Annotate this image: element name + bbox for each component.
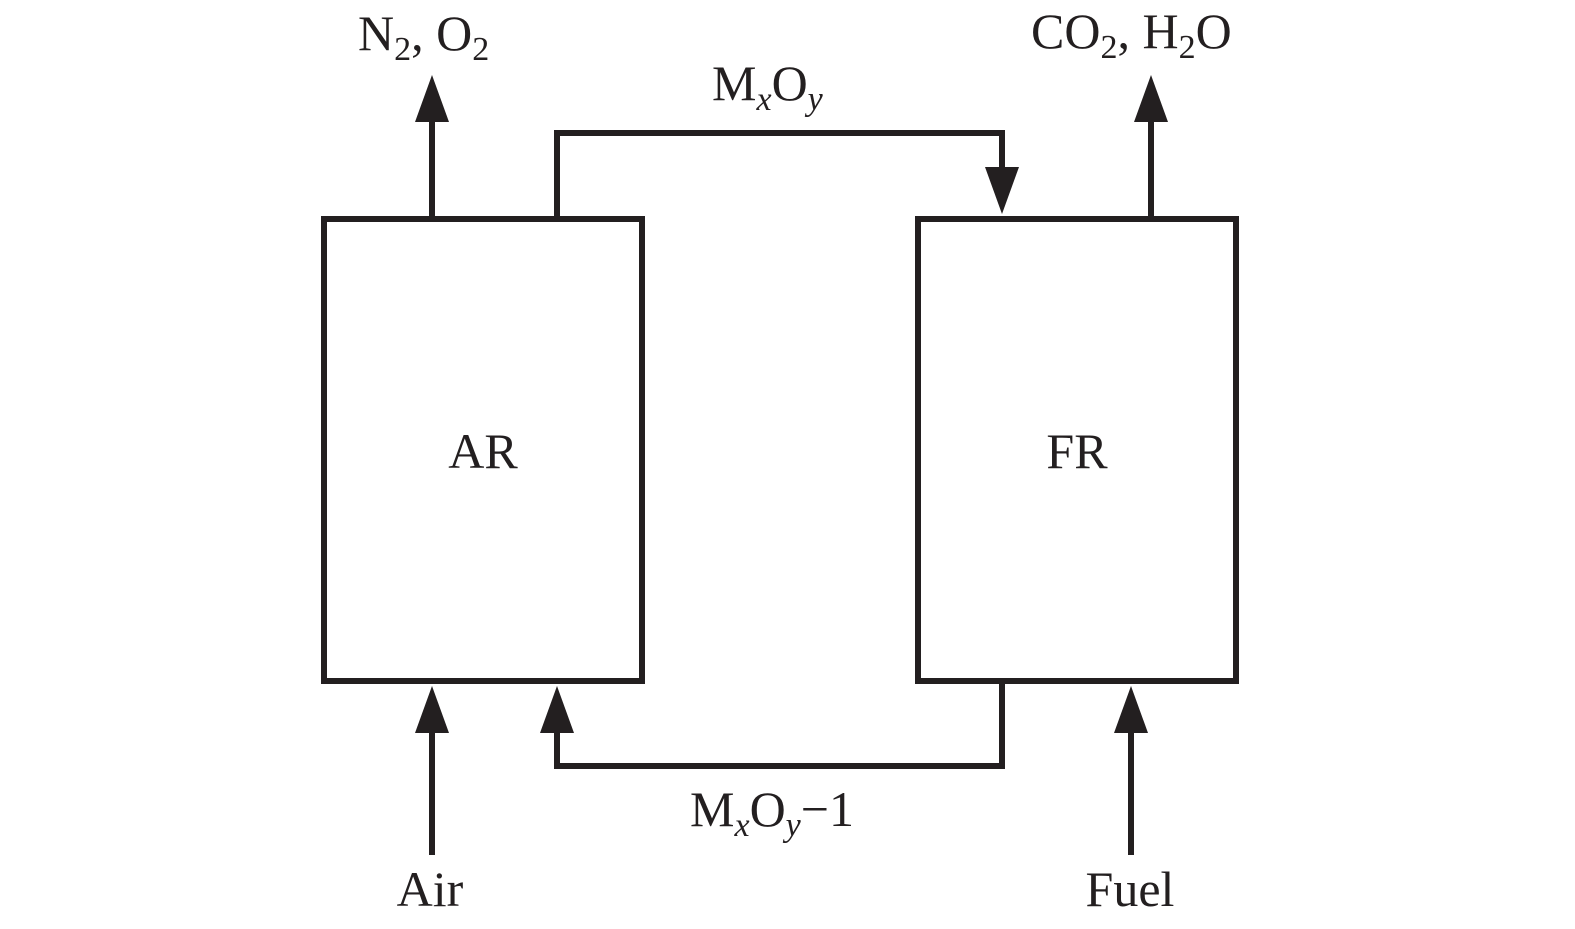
air-inlet-arrow — [415, 686, 449, 855]
fr-exhaust-arrow — [1134, 75, 1168, 219]
fuel-inlet-label: Fuel — [1086, 861, 1175, 917]
reduced-carrier-label: MxOy−1 — [690, 781, 854, 844]
air-inlet-label: Air — [397, 861, 464, 917]
air-reactor-label: AR — [448, 423, 518, 479]
air-reactor-box — [321, 216, 645, 684]
ar-exhaust-label: N2, O2 — [358, 5, 489, 68]
oxidized-carrier-label: MxOy — [712, 55, 824, 118]
ar-exhaust-arrow — [415, 75, 449, 219]
oxidized-carrier-flow-arrow — [554, 130, 1019, 219]
reduced-carrier-flow-arrow — [540, 681, 1005, 769]
fuel-reactor-box — [915, 216, 1239, 684]
fuel-reactor-label: FR — [1046, 423, 1108, 479]
fuel-inlet-arrow — [1114, 686, 1148, 855]
fr-exhaust-label: CO2, H2O — [1031, 3, 1232, 66]
